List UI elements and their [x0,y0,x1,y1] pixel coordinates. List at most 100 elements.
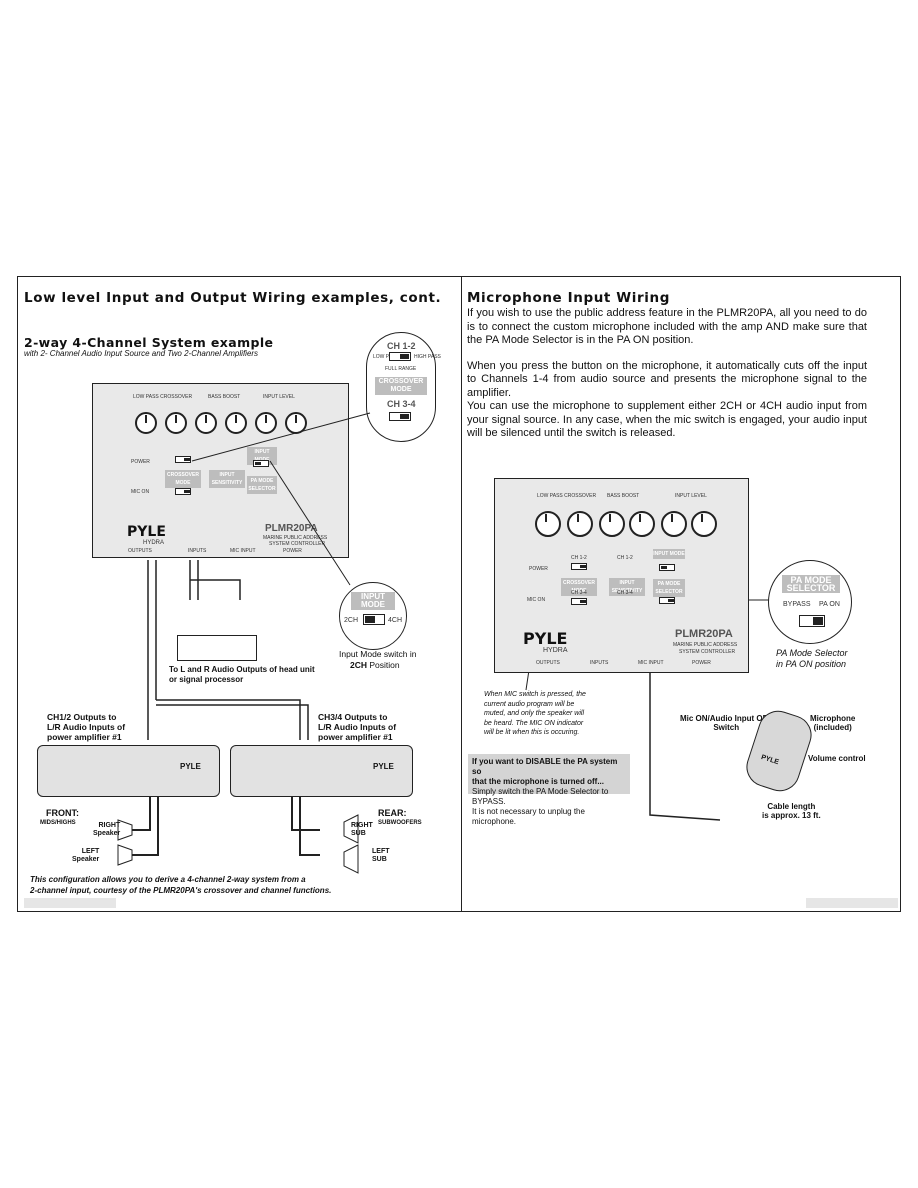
crossover-switch[interactable] [175,456,191,463]
brand-logo: PYLE [523,629,568,648]
footer-line-1: This configuration allows you to derive … [30,875,306,884]
footer-bar-right [806,898,898,908]
mic-on-label: MIC ON [527,597,546,603]
zoom-ch34: CH 3-4 [387,399,416,409]
knob[interactable] [599,511,625,537]
knob[interactable] [135,412,157,434]
zoom-4ch: 4CH [388,617,403,624]
microphone-label: Microphone(included) [810,714,856,732]
zoom-switch-34 [389,412,411,421]
intro-text: If you wish to use the public address fe… [467,307,867,453]
crossover-switch-34[interactable] [571,598,587,605]
knob[interactable] [691,511,717,537]
rear-label: REAR: [378,808,407,818]
head-unit-caption-2: or signal processor [169,675,244,684]
amp2-caption-1: CH3/4 Outputs to [318,712,388,722]
paragraph-3: You can use the microphone to supplement… [467,400,867,439]
head-unit [177,635,257,661]
knob[interactable] [195,412,217,434]
zoom-full: FULL RANGE [385,366,417,372]
group-label: LOW PASS CROSSOVER [537,493,597,499]
mic-on-label: MIC ON [131,489,150,495]
column-divider [461,276,462,912]
group-label: LOW PASS CROSSOVER [133,394,193,400]
zoom-input-switch [363,614,385,625]
right-heading: Microphone Input Wiring [467,290,670,306]
brand-sub: HYDRA [543,647,568,654]
crossover-switch-34[interactable] [175,488,191,495]
brand-sub: HYDRA [143,540,165,546]
head-unit-caption: To L and R Audio Outputs of head unit [169,665,315,674]
amp1-caption-3: power amplifier #1 [47,732,122,742]
section-subtitle: with 2- Channel Audio Input Source and T… [24,349,259,358]
port-label: INPUTS [188,548,207,554]
model-name: PLMR20PA [675,628,733,640]
amplifier-1: PYLE [37,745,220,797]
input-mode-switch[interactable] [253,460,269,467]
amp1-caption-2: L/R Audio Inputs of [47,722,126,732]
pa-mode-tag: PA MODE SELECTOR [653,579,685,597]
knob[interactable] [225,412,247,434]
sensitivity-tag: INPUT SENSITIVITY [609,578,645,596]
pa-zoom-switch [799,615,825,627]
knob[interactable] [567,511,593,537]
paragraph-1: If you wish to use the public address fe… [467,307,867,346]
pa-mode-switch[interactable] [659,597,675,604]
knob[interactable] [165,412,187,434]
zoom-high: HIGH PASS [414,354,441,360]
zoom-mode: CROSSOVER MODE [375,377,427,395]
section-title: 2-way 4-Channel System example [24,335,274,350]
crossover-tag: CROSSOVER MODE [561,578,597,596]
input-caption-2: 2CH Position [350,660,400,670]
knob[interactable] [535,511,561,537]
brand-logo: PYLE [127,524,166,540]
ch34-label: CH 3-4 [571,590,587,596]
amp2-caption-2: L/R Audio Inputs of [318,722,397,732]
crossover-zoom: CH 1-2 LOW PASS HIGH PASS FULL RANGE CRO… [366,332,441,442]
port-label: POWER [283,548,302,554]
model-sub: MARINE PUBLIC ADDRESS [673,642,738,648]
zoom-low: LOW PASS [373,354,399,360]
amplifier-2: PYLE [230,745,413,797]
amp-brand: PYLE [373,762,394,771]
knob[interactable] [661,511,687,537]
input-mode-tag: INPUT MODE [653,549,685,559]
input-mode-switch[interactable] [659,564,675,571]
front-label: FRONT: [46,808,79,818]
amp2-caption-3: power amplifier #1 [318,732,393,742]
group-label: INPUT LEVEL [263,394,295,400]
amp1-caption-1: CH1/2 Outputs to [47,712,117,722]
model-sub: SYSTEM CONTROLLER [269,541,326,547]
rear-sub: SUBWOOFERS [378,820,422,826]
knob[interactable] [629,511,655,537]
pa-zoom-bypass: BYPASS [783,601,811,608]
controller-device-left: LOW PASS CROSSOVER BASS BOOST INPUT LEVE… [92,383,349,558]
pa-mode-tag: PA MODE SELECTOR [247,476,277,494]
pa-zoom-on: PA ON [819,601,840,608]
zoom-2ch: 2CH [344,617,359,624]
ch12-label: CH 1-2 [571,555,587,561]
crossover-switch[interactable] [571,563,587,570]
paragraph-2: When you press the button on the microph… [467,359,867,399]
power-label: POWER [529,566,548,572]
controller-device-right: LOW PASS CROSSOVER BASS BOOST INPUT LEVE… [494,478,749,673]
port-label: MIC INPUT [230,548,256,554]
mic-brand: PYLE [760,753,780,767]
model-sub: SYSTEM CONTROLLER [679,649,736,655]
port-label: OUTPUTS [536,660,560,666]
knob[interactable] [285,412,307,434]
knob[interactable] [255,412,277,434]
zoom-switch [389,352,411,361]
crossover-tag: CROSSOVER MODE [165,470,201,488]
